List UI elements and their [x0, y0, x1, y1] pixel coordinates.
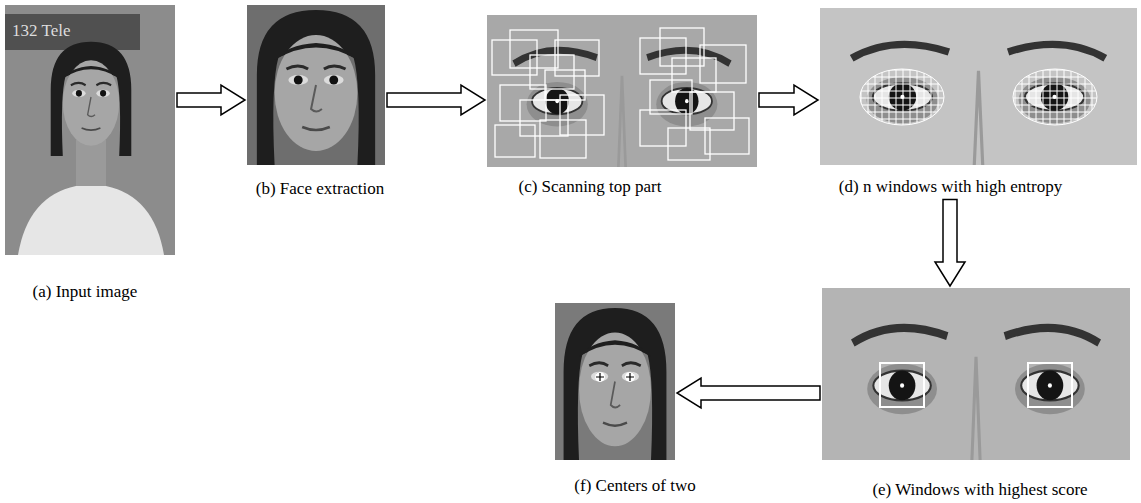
- input-photo: [5, 5, 175, 255]
- image-panel: (d) n windows with high entropy: [820, 8, 1137, 197]
- panel-caption: (a) Input image: [33, 282, 138, 302]
- image-panel: (f) Centers of two: [555, 303, 675, 496]
- scan-photo: [487, 15, 757, 167]
- image-panel: (c) Scanning top part: [487, 15, 757, 197]
- flow-arrow: [387, 85, 485, 115]
- flow-arrow: [935, 199, 965, 286]
- score-photo: [822, 288, 1130, 460]
- result-photo: [555, 303, 675, 460]
- image-panel: (b) Face extraction: [247, 5, 385, 199]
- panel-caption: (b) Face extraction: [256, 179, 384, 199]
- panel-caption: (e) Windows with highest score: [872, 480, 1087, 500]
- image-panel: (a) Input image: [5, 5, 175, 302]
- entropy-photo: [820, 8, 1137, 165]
- flow-arrow: [759, 85, 818, 115]
- sign-text: 132 Tele: [12, 21, 70, 41]
- image-panel: (e) Windows with highest score: [822, 288, 1130, 500]
- panel-caption: (f) Centers of two: [574, 476, 695, 496]
- panel-caption: (d) n windows with high entropy: [839, 177, 1062, 197]
- flow-arrow: [177, 85, 245, 115]
- panel-caption: (c) Scanning top part: [518, 177, 661, 197]
- flow-arrow: [677, 378, 820, 408]
- face-photo: [247, 5, 385, 165]
